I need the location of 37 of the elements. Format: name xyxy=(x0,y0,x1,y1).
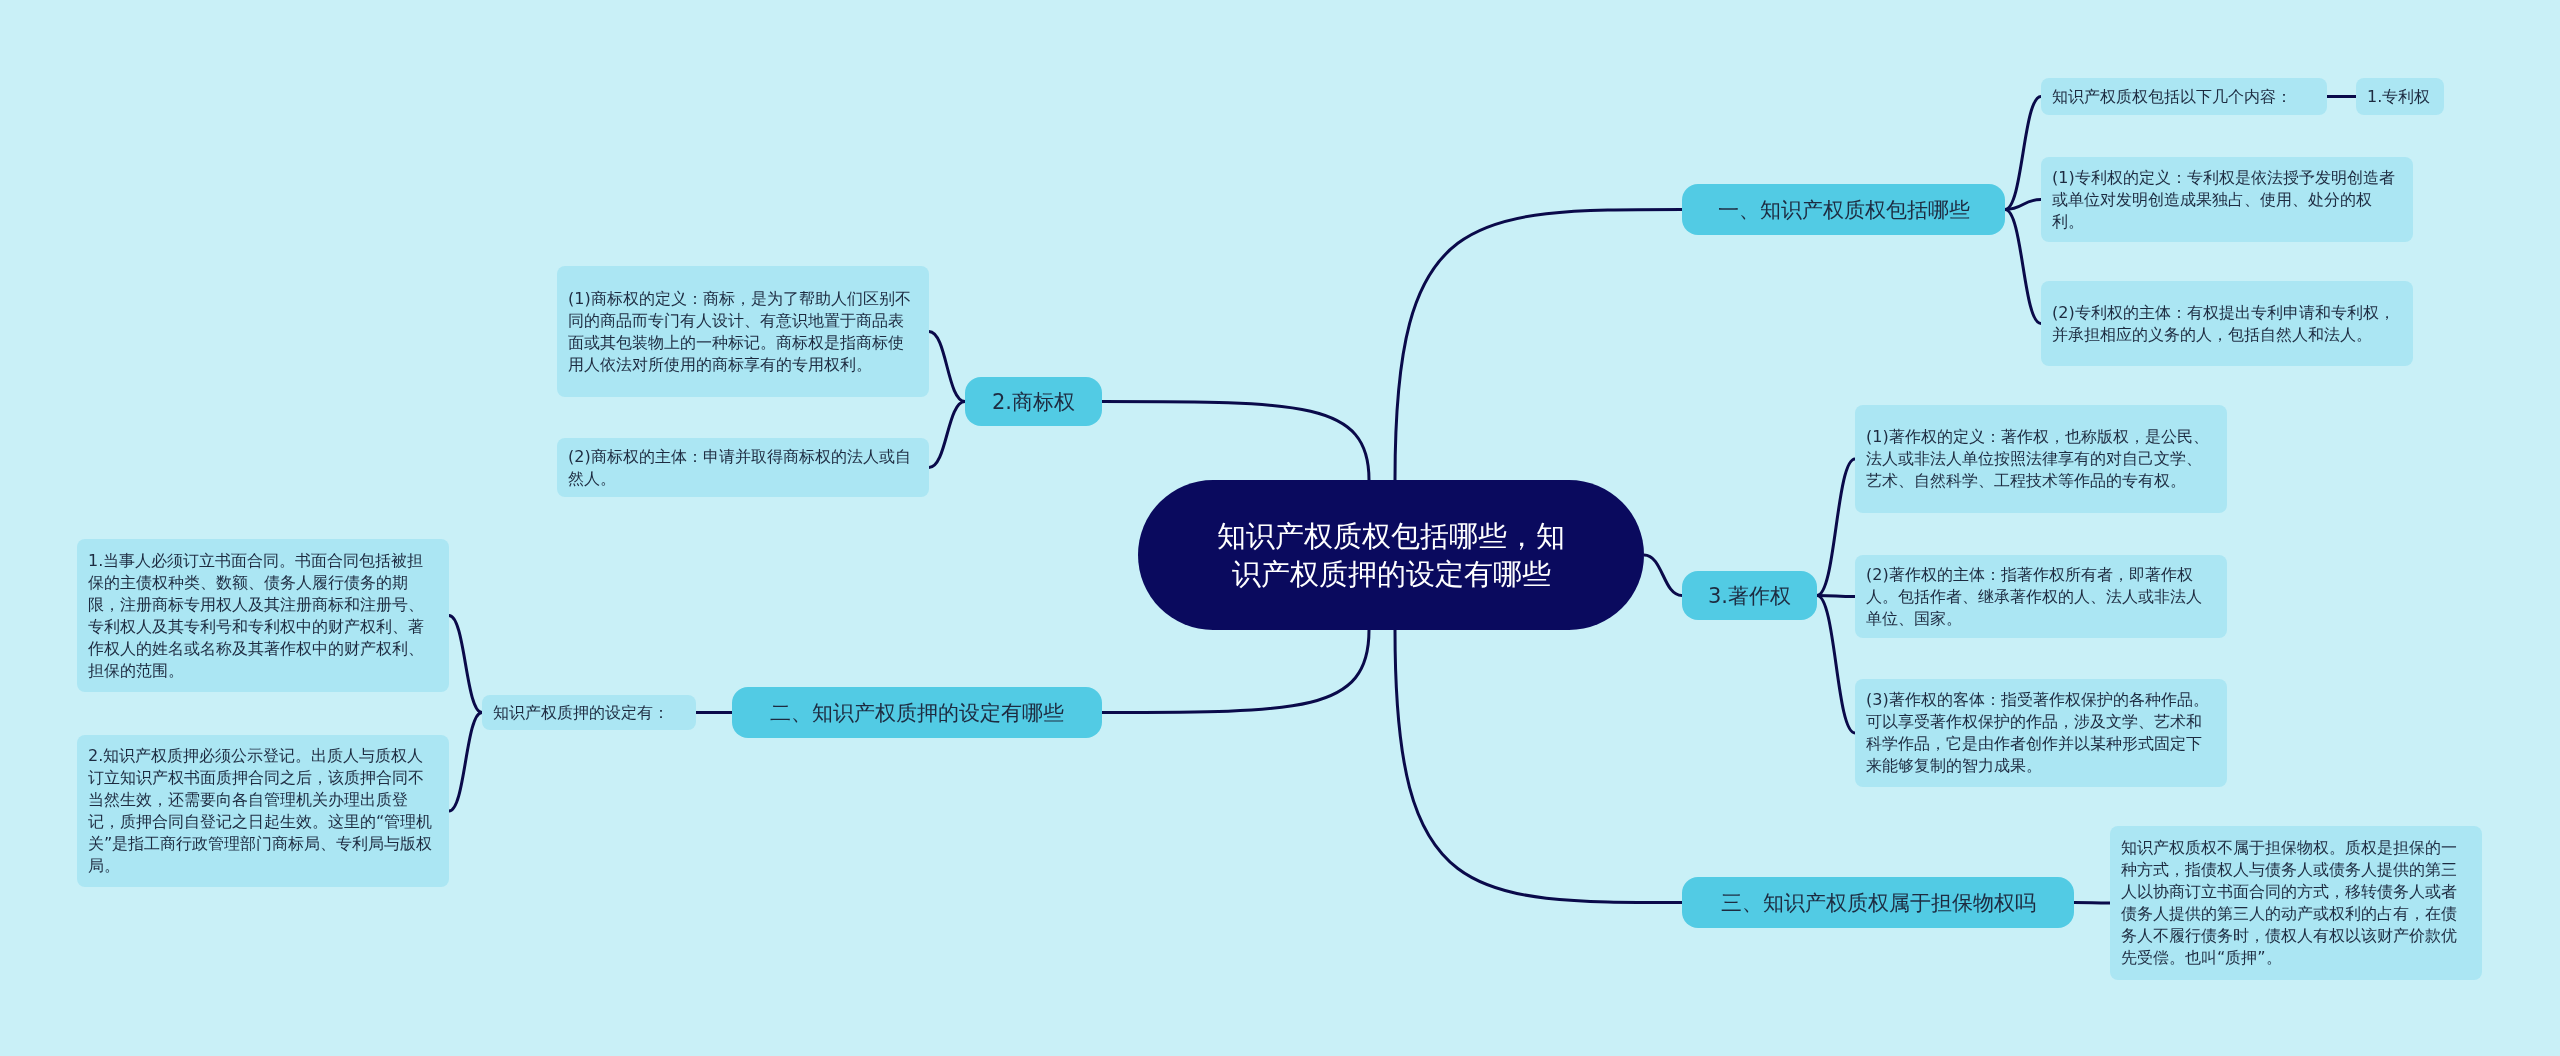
connector-line xyxy=(696,711,732,714)
connector-line xyxy=(928,400,966,469)
subtopic-box: 1.专利权 xyxy=(2356,78,2444,115)
text-box: (2)著作权的主体：指著作权所有者，即著作权人。包括作者、继承著作权的人、法人或非法人单位、国家。 xyxy=(1855,555,2227,638)
connector-line xyxy=(448,614,483,714)
connector-line xyxy=(448,711,483,813)
connector-line xyxy=(2074,901,2110,905)
connector-line xyxy=(1643,553,1683,597)
connector-line xyxy=(2004,198,2042,211)
subtopic-box: 知识产权质押的设定有： xyxy=(482,695,696,730)
connector-line xyxy=(1816,457,1856,597)
text-box: (2)专利权的主体：有权提出专利申请和专利权，并承担相应的义务的人，包括自然人和法人。 xyxy=(2041,281,2413,366)
connector-line xyxy=(1393,208,1682,481)
topic-box: 一、知识产权质权包括哪些 xyxy=(1682,184,2005,235)
text-box: 1.当事人必须订立书面合同。书面合同包括被担保的主债权种类、数额、债务人履行债务的期限，注册商标专用权人及其注册商标和注册号、专利权人及其专利号和专利权中的财产权利、著作权人的姓名或名称及其著作权中的财产权利、担保的范围。 xyxy=(77,539,449,692)
text-box: (3)著作权的客体：指受著作权保护的各种作品。可以享受著作权保护的作品，涉及文学、艺术和科学作品，它是由作者创作并以某种形式固定下来能够复制的智力成果。 xyxy=(1855,679,2227,787)
connector-line xyxy=(1393,629,1682,904)
connector-line xyxy=(2004,208,2042,325)
connector-line xyxy=(1102,629,1371,714)
connector-line xyxy=(1817,594,1855,598)
central-topic: 知识产权质权包括哪些，知识产权质押的设定有哪些 xyxy=(1138,480,1644,630)
connector-line xyxy=(2004,95,2042,211)
topic-box: 三、知识产权质权属于担保物权吗 xyxy=(1682,877,2074,928)
text-box: 2.知识产权质押必须公示登记。出质人与质权人订立知识产权书面质押合同之后，该质押合同不当然生效，还需要向各自管理机关办理出质登记，质押合同自登记之日起生效。这里的“管理机关”是指工商行政管理部门商标局、专利局与版权局。 xyxy=(77,735,449,887)
topic-box: 2.商标权 xyxy=(965,377,1102,426)
connector-line xyxy=(2327,95,2356,98)
text-box: 知识产权质权不属于担保物权。质权是担保的一种方式，指债权人与债务人或债务人提供的第三人以协商订立书面合同的方式，移转债务人或者债务人提供的第三人的动产或权利的占有，在债务人不履行债务时，债权人有权以该财产价款优先受偿。也叫“质押”。 xyxy=(2110,826,2482,980)
text-box: (1)专利权的定义：专利权是依法授予发明创造者或单位对发明创造成果独占、使用、处分的权利。 xyxy=(2041,157,2413,242)
text-box: (1)商标权的定义：商标，是为了帮助人们区别不同的商品而专门有人设计、有意识地置于商品表面或其包装物上的一种标记。商标权是指商标使用人依法对所使用的商标享有的专用权利。 xyxy=(557,266,929,397)
connector-line xyxy=(1816,594,1856,735)
connector-line xyxy=(928,330,966,403)
connector-line xyxy=(1102,400,1371,481)
text-box: (1)著作权的定义：著作权，也称版权，是公民、法人或非法人单位按照法律享有的对自己文学、艺术、自然科学、工程技术等作品的专有权。 xyxy=(1855,405,2227,513)
topic-box: 二、知识产权质押的设定有哪些 xyxy=(732,687,1102,738)
subtopic-box: 知识产权质权包括以下几个内容： xyxy=(2041,78,2327,115)
text-box: (2)商标权的主体：申请并取得商标权的法人或自然人。 xyxy=(557,438,929,497)
topic-box: 3.著作权 xyxy=(1682,571,1817,620)
